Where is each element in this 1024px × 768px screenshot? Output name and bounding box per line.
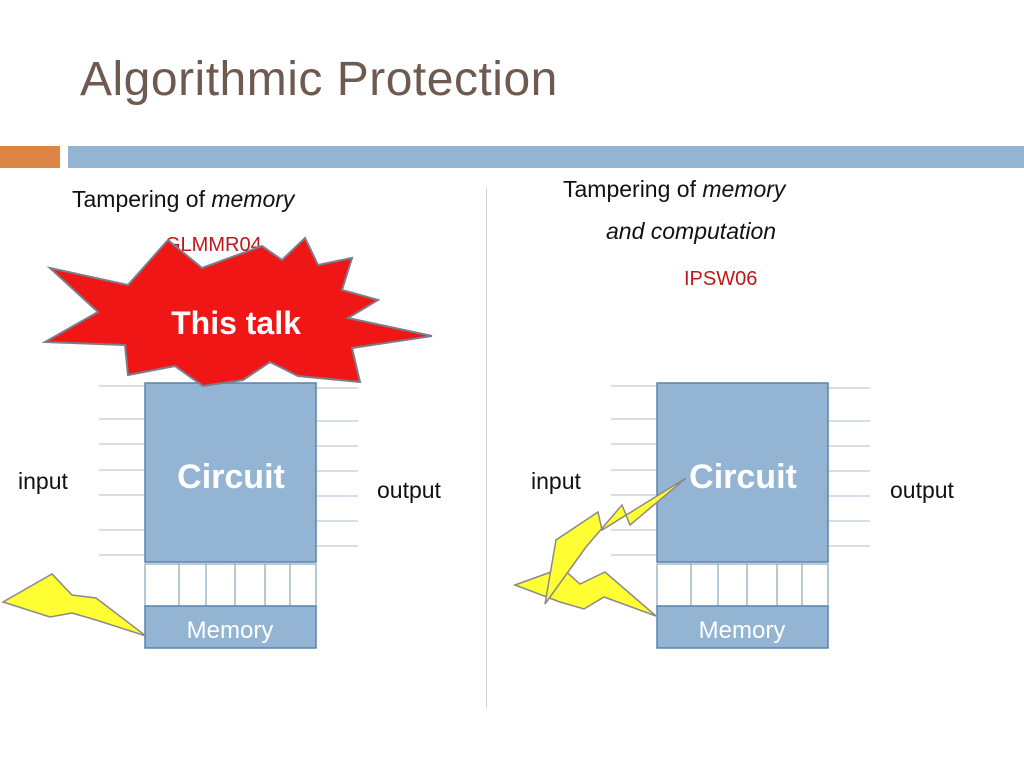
right-circuit-box: [656, 382, 829, 563]
right-heading-prefix: Tampering of: [563, 176, 703, 202]
left-lightning-bolt-icon: [1, 573, 147, 637]
left-output-label: output: [377, 477, 441, 503]
right-heading-line2-text: and computation: [606, 218, 777, 244]
left-memory-box: [144, 605, 317, 649]
right-lightning-bolt-memory-icon: [512, 567, 657, 617]
right-lightning-bolt-circuit-icon: [544, 477, 687, 605]
right-input-wires: [611, 385, 657, 556]
left-input-wires: [99, 385, 145, 556]
left-circuit-box: [144, 382, 317, 563]
right-heading-emphasis: memory: [702, 176, 786, 202]
title-underline-bar: [68, 146, 1024, 168]
title-accent-bar: [0, 146, 60, 168]
right-citation: IPSW06: [684, 268, 758, 290]
column-divider: [486, 188, 487, 708]
left-heading-prefix: Tampering of: [72, 186, 212, 212]
right-memory-label: Memory: [699, 617, 786, 644]
left-memory-bus: [144, 563, 317, 607]
right-memory-box: [656, 605, 829, 649]
right-output-wires: [828, 387, 870, 547]
left-circuit-label: Circuit: [177, 458, 285, 496]
left-heading-emphasis: memory: [211, 186, 295, 212]
slide-title: Algorithmic Protection: [80, 53, 558, 106]
right-heading: Tampering of memory: [563, 176, 785, 203]
left-memory-label: Memory: [187, 617, 274, 644]
right-input-label: input: [531, 468, 581, 494]
this-talk-label: This talk: [171, 305, 301, 341]
left-input-label: input: [18, 468, 68, 494]
right-heading-line2: and computation: [606, 218, 776, 245]
right-circuit-label: Circuit: [689, 458, 797, 496]
left-output-wires: [316, 387, 358, 547]
right-output-label: output: [890, 477, 954, 503]
right-memory-bus: [656, 563, 829, 607]
left-heading: Tampering of memory: [72, 186, 294, 213]
left-citation: GLMMR04: [165, 234, 262, 256]
this-talk-starburst: [41, 236, 433, 388]
